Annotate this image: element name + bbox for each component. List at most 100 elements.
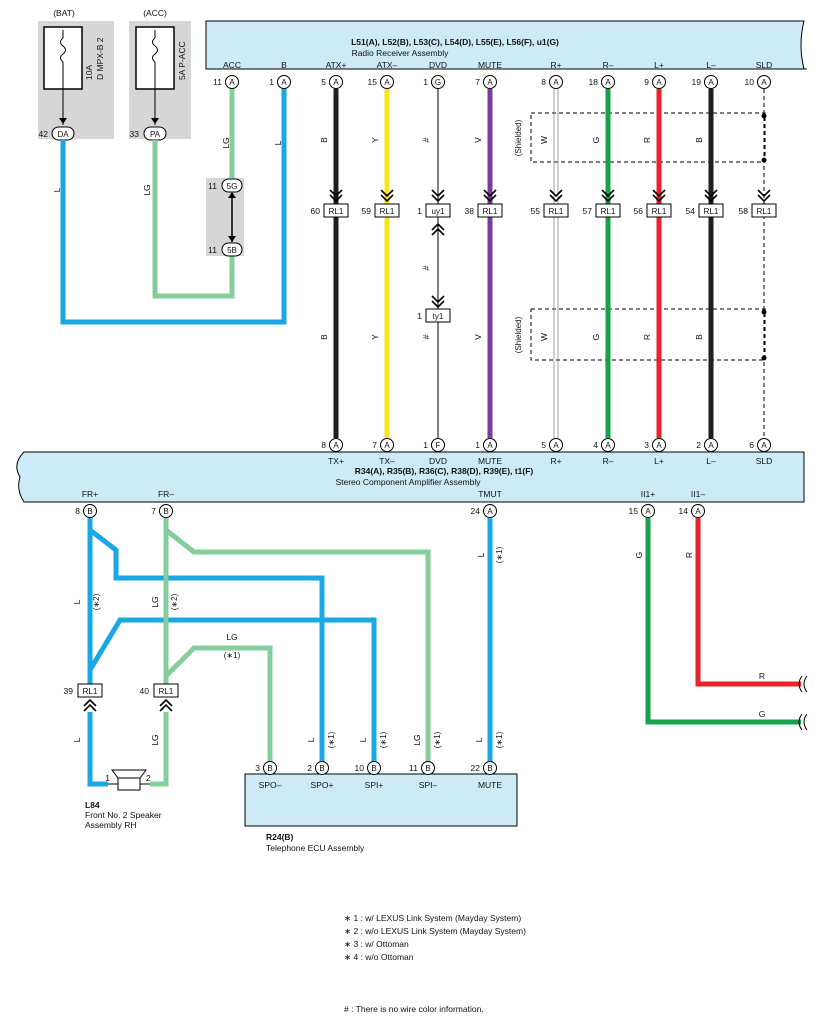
amp-out-label: TMUT [478, 489, 502, 499]
connector-chevron-icon [652, 189, 666, 203]
speaker-id: L84 [85, 800, 100, 810]
ecu-pin-connector [367, 761, 381, 775]
radio-pin-connector [549, 75, 563, 89]
wire-color-label: G [591, 137, 601, 144]
radio-pin-label: L+ [654, 60, 664, 70]
rl-connector-pin: 56 [634, 206, 644, 216]
arrow-down-icon [228, 236, 236, 242]
radio-pin-connector [431, 75, 445, 89]
speaker-body [117, 777, 141, 791]
amp-pin-number: 6 [749, 440, 754, 450]
connector-chevron-icon [704, 189, 718, 203]
ecu-pin-conn: B [425, 764, 430, 773]
rl-connector-box [646, 203, 672, 218]
wire-color-label: L [474, 737, 484, 742]
radio-pin-number: 10 [745, 77, 755, 87]
wire-color-label: LG [226, 632, 237, 642]
connector-chevron-icon [601, 189, 615, 203]
wire-color-label: L [358, 737, 368, 742]
wire-spo-minus [164, 645, 273, 762]
radio-pin-connector [704, 75, 718, 89]
wire-color-label: G [759, 709, 766, 719]
wire-color-label: V [473, 334, 483, 340]
rl-connector-box [595, 203, 621, 218]
speaker-name-line1: Front No. 2 Speaker [85, 810, 162, 820]
radio-pin-connector [483, 75, 497, 89]
note-3: ∗ 3 : w/ Ottoman [344, 939, 409, 949]
amp-title: R34(A), R35(B), R36(C), R38(D), R39(E), … [355, 466, 534, 476]
connector-chevron-icon [159, 698, 173, 712]
amp-pin-label: L– [706, 456, 716, 466]
connector-chevron-icon [431, 222, 445, 236]
amp-pin-label: TX– [379, 456, 395, 466]
ecu-pin-conn: B [487, 764, 492, 773]
radio-pin-connector [277, 75, 291, 89]
fuse-acc-pin: 33 [130, 129, 140, 139]
amp-pin-connector [601, 438, 615, 452]
junction-bottom-pin: 11 [208, 245, 217, 255]
note-2: ∗ 2 : w/o LEXUS Link System (Mayday Syst… [344, 926, 526, 936]
radio-pin-conn: A [229, 78, 235, 87]
amp-out-pin-connector [159, 504, 173, 518]
amp-pin-number: 7 [372, 440, 377, 450]
wire-continuation-icon [798, 675, 803, 693]
wire-color-label: L [476, 552, 486, 557]
wire-fr-plus-to-spo-plus [88, 528, 325, 762]
connector-chevron-icon [431, 295, 445, 309]
ecu-pin-label: SPO+ [311, 780, 334, 790]
mid-connector-box [425, 308, 451, 323]
rl-connector-label: RL1 [549, 207, 564, 216]
wire-color-label: L [72, 737, 82, 742]
ecu-subtitle: Telephone ECU Assembly [266, 843, 365, 853]
speaker-pin1: 1 [105, 773, 110, 783]
amp-out-pin-number: 14 [679, 506, 689, 516]
amp-pin-connector [431, 438, 445, 452]
fuse-bat-pin: 42 [39, 129, 49, 139]
wire-color-label: W [539, 333, 549, 341]
radio-pin-label: B [281, 60, 287, 70]
amplifier-box [16, 451, 805, 503]
rl-connector-pin: 58 [739, 206, 749, 216]
radio-pin-number: 1 [269, 77, 274, 87]
wire-color-label: LG [221, 137, 231, 148]
connector-chevron-icon [329, 189, 343, 203]
rl-connector-box [698, 203, 724, 218]
rl-connector-pin: 57 [583, 206, 593, 216]
ecu-pin-connector [483, 761, 497, 775]
fuse-acc-conn: PA [150, 130, 161, 139]
rl-connector-box [77, 683, 103, 698]
fuse-acc: (ACC) 5A P-ACC 33 PA [129, 8, 191, 141]
amp-pin-number: 2 [696, 440, 701, 450]
wire-color-label: LG [412, 734, 422, 745]
wire-color-label: L [52, 187, 62, 192]
rl-connector-pin: 54 [686, 206, 696, 216]
wire-color-label: G [591, 334, 601, 341]
wire-color-label: V [473, 137, 483, 143]
amp-pin-number: 5 [541, 440, 546, 450]
ecu-pin-conn: B [319, 764, 324, 773]
radio-pin-conn: G [435, 78, 441, 87]
amp-out-pin-conn: A [487, 507, 493, 516]
radio-pin-number: 15 [368, 77, 378, 87]
wire-color-label: R [759, 671, 765, 681]
fuse-acc-tag: (ACC) [143, 8, 167, 18]
ecu-pin-label: MUTE [478, 780, 502, 790]
wire-continuation-icon [803, 675, 808, 693]
wire-color-label: B [319, 334, 329, 340]
rl-connector-pin: 38 [465, 206, 475, 216]
amp-out-pin-conn: A [645, 507, 651, 516]
amp-pin-label: MUTE [478, 456, 502, 466]
wire-color-label: Y [370, 334, 380, 340]
amp-out-pin-conn: B [87, 507, 92, 516]
rl-connector-40: RL1 40 [140, 683, 179, 712]
connector-chevron-icon [431, 189, 445, 203]
